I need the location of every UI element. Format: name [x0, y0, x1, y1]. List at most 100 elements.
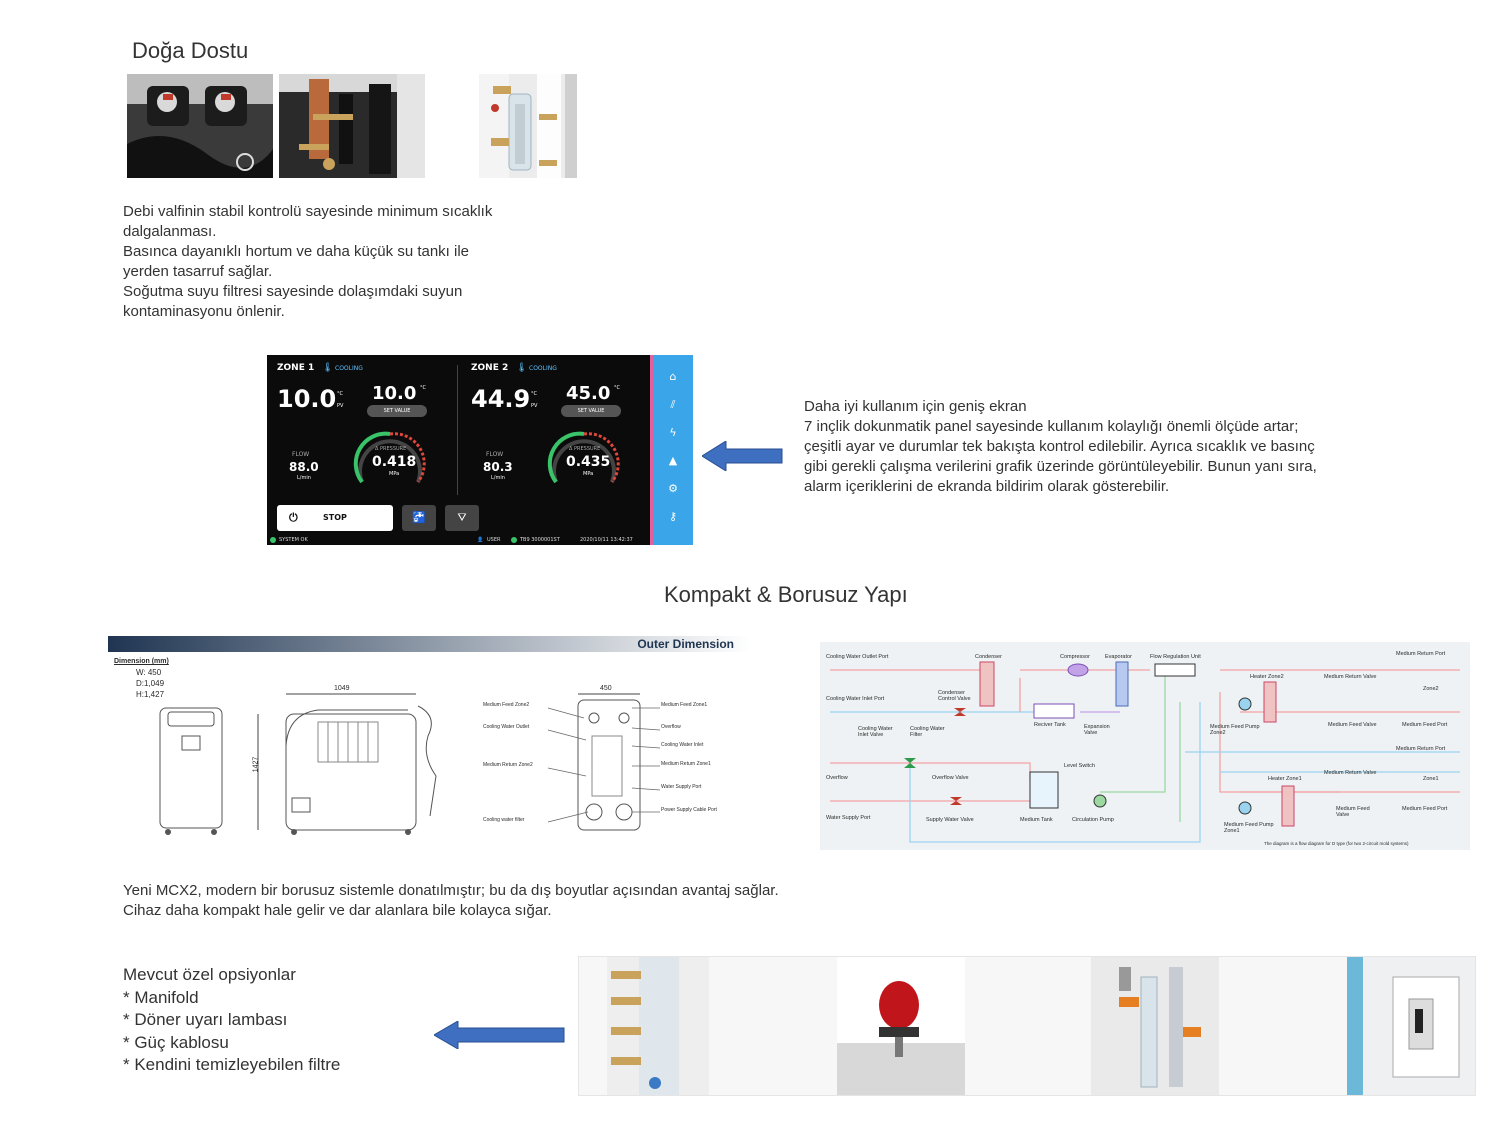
dimension-w: W: 450	[136, 668, 162, 677]
option-self-cleaning-filter: * Kendini temizleyebilen filtre	[123, 1055, 341, 1074]
label-mfport-zone1: Medium Feed Port	[1402, 806, 1448, 812]
zone2-pressure-value: 0.435	[566, 454, 611, 470]
zone1-pv-label: PV	[337, 403, 344, 409]
callout-power-supply-cable-port: Power Supply Cable Port	[661, 807, 717, 813]
status-system: SYSTEM OK	[279, 537, 308, 543]
screen-description: Daha iyi kullanım için geniş ekran 7 inç…	[804, 397, 1364, 497]
screen-line-2: 7 inçlik dokunmatik panel sayesinde kull…	[804, 418, 1299, 435]
status-ok-icon	[270, 537, 276, 543]
callout-water-supply-port: Water Supply Port	[661, 784, 702, 790]
label-cond-valve: Condenser Control Valve	[938, 690, 971, 702]
label-mrp-zone2: Medium Return Port	[1396, 651, 1446, 657]
screen-line-4: gibi gerekli çalışma verilerini grafik ü…	[804, 458, 1317, 475]
zone2-label: ZONE 2	[471, 363, 509, 373]
stop-label: STOP	[323, 513, 347, 522]
zone2-set-value-button[interactable]: SET VALUE	[561, 405, 621, 417]
zone2-pv-label: PV	[531, 403, 538, 409]
eco-line-4: yerden tasarruf sağlar.	[123, 263, 273, 280]
water-supply-button[interactable]: 🚰	[402, 505, 436, 531]
callout-medium-return-zone2: Medium Return Zone2	[483, 762, 533, 768]
screen-line-5: alarm içeriklerini de ekranda bildirim o…	[804, 478, 1170, 495]
label-overflow-valve: Overflow Valve	[932, 775, 969, 781]
zone1-sv: 10.0	[372, 383, 417, 404]
label-mfp2: Medium Feed Pump Zone2	[1210, 724, 1260, 736]
section-title-compact: Kompakt & Borusuz Yapı	[664, 582, 908, 607]
home-icon[interactable]: ⌂	[669, 370, 677, 383]
label-level-switch: Level Switch	[1064, 763, 1095, 769]
label-expansion: Expansion Valve	[1084, 724, 1110, 736]
key-icon[interactable]: ⚷	[668, 510, 678, 523]
callout-cooling-water-inlet: Cooling Water Inlet	[661, 742, 704, 748]
status-model-icon	[511, 537, 517, 543]
label-cw-filter: Cooling Water Filter	[910, 726, 945, 738]
callout-cooling-water-outlet: Cooling Water Outlet	[483, 724, 530, 730]
status-time: 2020/10/11 13:42:37	[580, 537, 633, 543]
zone1-pv: 10.0	[277, 385, 337, 413]
valve-photo	[127, 74, 273, 178]
filter-photo	[479, 74, 577, 178]
label-mfp1: Medium Feed Pump Zone1	[1224, 822, 1274, 834]
thermometer-icon: 🌡	[322, 363, 334, 373]
zone1-pv-unit: °C	[337, 391, 343, 397]
touch-panel-screen: ZONE 1 🌡 COOLING 10.0 °C PV 10.0 °C SET …	[267, 355, 693, 545]
flow-diagram: Cooling Water Outlet Port Cooling Water …	[820, 642, 1470, 850]
zone1-pressure-label: Δ PRESSURE	[375, 446, 407, 452]
compact-description: Yeni MCX2, modern bir borusuz sistemle d…	[123, 881, 843, 921]
zone2-mode: COOLING	[529, 365, 557, 372]
label-zone2: Zone2	[1423, 686, 1439, 692]
user-icon: 👤	[477, 537, 484, 543]
status-user: USER	[487, 537, 501, 543]
eco-line-1: Debi valfinin stabil kontrolü sayesinde …	[123, 203, 493, 220]
callout-overflow: Overflow	[661, 724, 681, 730]
label-heater1: Heater Zone1	[1268, 776, 1302, 782]
label-zone1: Zone1	[1423, 776, 1439, 782]
chart-icon[interactable]: ⫽	[670, 398, 676, 411]
left-arrow-icon	[434, 1021, 565, 1049]
eco-line-6: kontaminasyonu önlenir.	[123, 303, 285, 320]
depth-value: 1049	[334, 685, 350, 692]
zone1-sv-unit: °C	[420, 385, 426, 391]
zone2-pressure-label: Δ PRESSURE	[569, 446, 601, 452]
thermometer-icon: 🌡	[516, 363, 528, 373]
hmi-status-bar: SYSTEM OK 👤 USER TB9 3000001ST 2020/10/1…	[267, 535, 653, 545]
drain-button[interactable]: ⛛	[445, 505, 479, 531]
label-circ-pump: Circulation Pump	[1072, 817, 1114, 823]
compact-line-1: Yeni MCX2, modern bir borusuz sistemle d…	[123, 882, 779, 899]
section-title-eco: Doğa Dostu	[132, 38, 249, 63]
zone1-flow-label: FLOW	[292, 451, 310, 458]
zone-divider	[457, 365, 458, 495]
callout-medium-feed-zone1: Medium Feed Zone1	[661, 702, 708, 708]
outer-dimension-drawing: Outer Dimension Dimension (mm) W: 450 D:…	[108, 636, 750, 843]
eco-line-3: Basınca dayanıklı hortum ve daha küçük s…	[123, 243, 470, 260]
left-arrow-icon	[702, 441, 783, 471]
label-mrv-zone2: Medium Return Valve	[1324, 674, 1377, 680]
gear-icon[interactable]: ⚙	[668, 482, 678, 495]
status-model: TB9 3000001ST	[520, 537, 560, 543]
label-cw-inlet-valve: Cooling Water Inlet Valve	[858, 726, 893, 738]
zone1-flow-unit: L/min	[297, 475, 311, 481]
label-heater2: Heater Zone2	[1250, 674, 1284, 680]
label-wsp: Water Supply Port	[826, 815, 871, 821]
lightning-icon[interactable]: ϟ	[669, 426, 677, 439]
zone2-pressure-unit: MPa	[583, 471, 594, 477]
zone1-panel: ZONE 1 🌡 COOLING 10.0 °C PV 10.0 °C SET …	[267, 355, 455, 505]
zone1-flow-value: 88.0	[289, 460, 319, 474]
zone2-sv-unit: °C	[614, 385, 620, 391]
zone1-set-value-button[interactable]: SET VALUE	[367, 405, 427, 417]
options-photo-strip	[578, 956, 1476, 1096]
hose-photo	[279, 74, 425, 178]
zone2-flow-value: 80.3	[483, 460, 513, 474]
zone2-pressure-gauge	[547, 431, 620, 484]
callout-medium-feed-zone2: Medium Feed Zone2	[483, 702, 530, 708]
zone2-pv: 44.9	[471, 385, 531, 413]
zone2-flow-unit: L/min	[491, 475, 505, 481]
hmi-sidebar: ⌂ ⫽ ϟ ▲ ⚙ ⚷	[650, 355, 693, 545]
stop-button[interactable]: ⏻ STOP	[277, 505, 393, 531]
dimension-label: Dimension (mm)	[114, 658, 169, 665]
drain-icon: ⛛	[457, 511, 467, 524]
warning-icon[interactable]: ▲	[668, 454, 678, 467]
label-receiver: Reciver Tank	[1034, 722, 1066, 728]
compact-line-2: Cihaz daha kompakt hale gelir ve dar ala…	[123, 902, 552, 919]
screen-line-1: Daha iyi kullanım için geniş ekran	[804, 398, 1027, 415]
dimension-h: H:1,427	[136, 690, 165, 699]
